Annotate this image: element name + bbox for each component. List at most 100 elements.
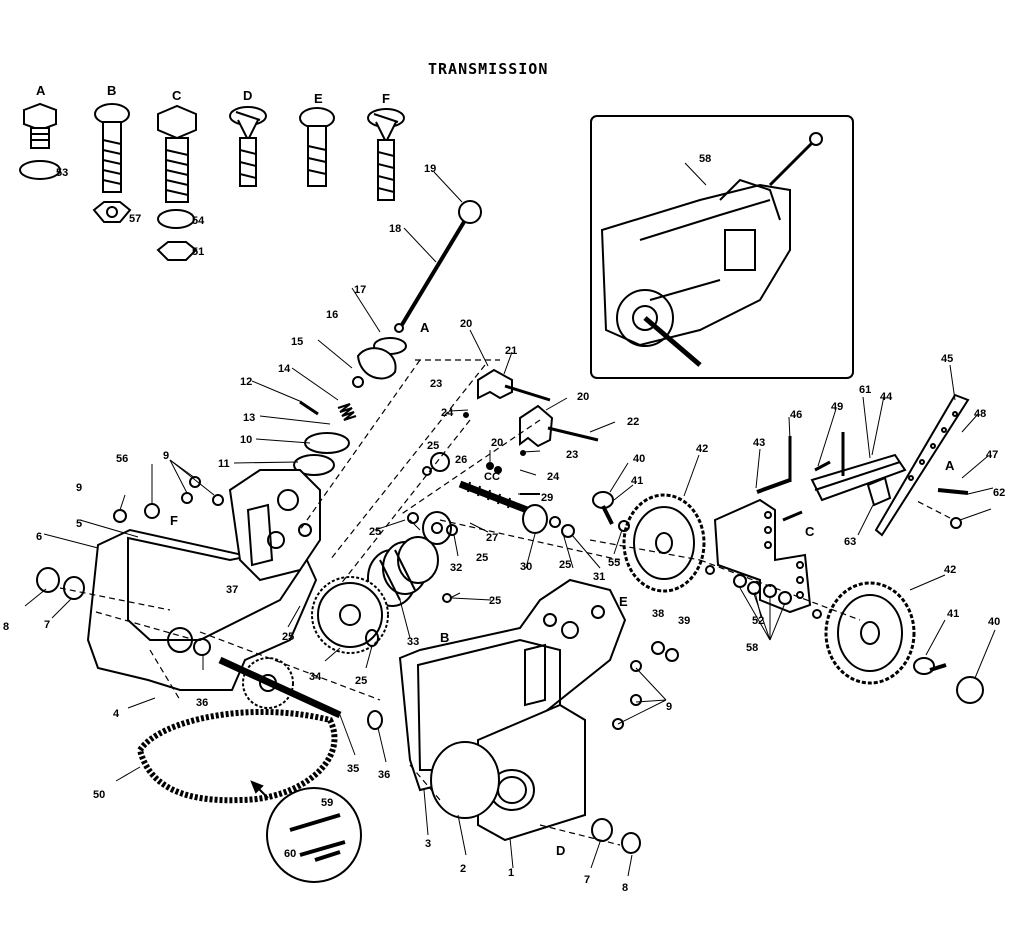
shift-fork-upper	[477, 368, 551, 402]
callout-17: 17	[354, 284, 366, 296]
callout-35: 35	[347, 763, 359, 775]
leader-lines	[24, 162, 996, 877]
callout-63: 63	[844, 536, 856, 548]
callout-5: 5	[76, 518, 82, 530]
spring	[337, 403, 357, 421]
depth-stake	[874, 393, 970, 537]
callout-26: 26	[455, 454, 467, 466]
callout-24: 24	[547, 471, 560, 483]
callout-23: 23	[566, 449, 578, 461]
washer	[407, 512, 419, 524]
callout-13: 13	[243, 412, 255, 424]
callout-25: 25	[369, 526, 381, 538]
cover-plate	[477, 703, 586, 842]
diagram-title: TRANSMISSION	[428, 60, 549, 78]
callout-6: 6	[36, 531, 42, 543]
mounting-bracket	[713, 498, 812, 614]
callout-46: 46	[790, 409, 802, 421]
callout-62: 62	[993, 487, 1005, 499]
hardware-key: A B C D E F	[19, 83, 405, 261]
washer	[367, 710, 383, 730]
clevis-pin	[756, 478, 791, 494]
cross-bar	[810, 453, 907, 502]
roll-pin	[299, 400, 319, 416]
callout-60: 60	[284, 848, 296, 860]
washer	[618, 520, 630, 532]
ref-letter-B: B	[440, 630, 449, 645]
callout-49: 49	[831, 401, 843, 413]
callout-8: 8	[3, 621, 9, 633]
ref-letter-A: A	[945, 458, 955, 473]
gasket	[430, 741, 500, 819]
lock-washer	[19, 160, 61, 180]
key-B: B	[107, 83, 116, 98]
callout-2: 2	[460, 863, 466, 875]
callout-21: 21	[505, 345, 517, 357]
housing-left	[86, 469, 321, 691]
callout-15: 15	[291, 336, 303, 348]
callout-43: 43	[753, 437, 765, 449]
callout-50: 50	[93, 789, 105, 801]
drive-wheel-upper	[622, 493, 706, 593]
callout-58: 58	[746, 642, 758, 654]
hex-nut	[92, 201, 132, 223]
washer	[193, 638, 211, 656]
sprocket-large	[311, 576, 389, 654]
carriage-bolt-b	[94, 103, 130, 193]
drive-wheel-lower	[824, 581, 916, 685]
callout-40: 40	[988, 616, 1000, 628]
bolt	[937, 488, 969, 495]
bearing	[591, 818, 613, 842]
callout-32: 32	[450, 562, 462, 574]
locknut	[144, 503, 160, 519]
ref-letter-E: E	[619, 594, 628, 609]
callout-42: 42	[696, 443, 708, 455]
callout-16: 16	[326, 309, 338, 321]
key-A: A	[36, 83, 46, 98]
callout-37: 37	[226, 584, 238, 596]
callout-12: 12	[240, 376, 252, 388]
callout-10: 10	[240, 434, 252, 446]
callout-54: 54	[192, 215, 205, 227]
washer	[422, 466, 432, 476]
callout-20: 20	[491, 437, 503, 449]
callout-7: 7	[44, 619, 50, 631]
axle-shaft	[218, 656, 342, 719]
shift-ball-socket	[356, 347, 397, 380]
key-F: F	[382, 91, 390, 106]
washer	[442, 593, 452, 603]
locknut	[665, 648, 679, 662]
callout-25: 25	[489, 595, 501, 607]
hex-nut	[156, 241, 198, 261]
shift-lever	[394, 200, 482, 333]
bearing	[430, 452, 450, 472]
alignment-lines	[59, 359, 951, 846]
callout-20: 20	[460, 318, 472, 330]
ref-letter-F: F	[170, 513, 178, 528]
callout-36: 36	[196, 697, 208, 709]
nut	[950, 517, 962, 529]
bushing	[36, 567, 60, 593]
callout-4: 4	[113, 708, 120, 720]
key-C: C	[172, 88, 182, 103]
callout-38: 38	[652, 608, 664, 620]
callout-48: 48	[974, 408, 986, 420]
callout-58: 58	[699, 153, 711, 165]
seal-ring	[304, 432, 350, 454]
callout-1: 1	[508, 867, 514, 879]
retainer	[293, 454, 335, 476]
gear	[422, 511, 452, 545]
assembled-inset	[590, 115, 854, 379]
callout-25: 25	[476, 552, 488, 564]
chain-link-detail	[266, 787, 362, 883]
callout-61: 61	[859, 384, 871, 396]
callout-7: 7	[584, 874, 590, 886]
callout-9: 9	[666, 701, 672, 713]
drive-chain	[136, 708, 338, 804]
callout-59: 59	[321, 797, 333, 809]
callout-27: 27	[486, 532, 498, 544]
callout-53: 53	[56, 167, 68, 179]
callout-25: 25	[559, 559, 571, 571]
carriage-bolt-e	[299, 107, 335, 187]
